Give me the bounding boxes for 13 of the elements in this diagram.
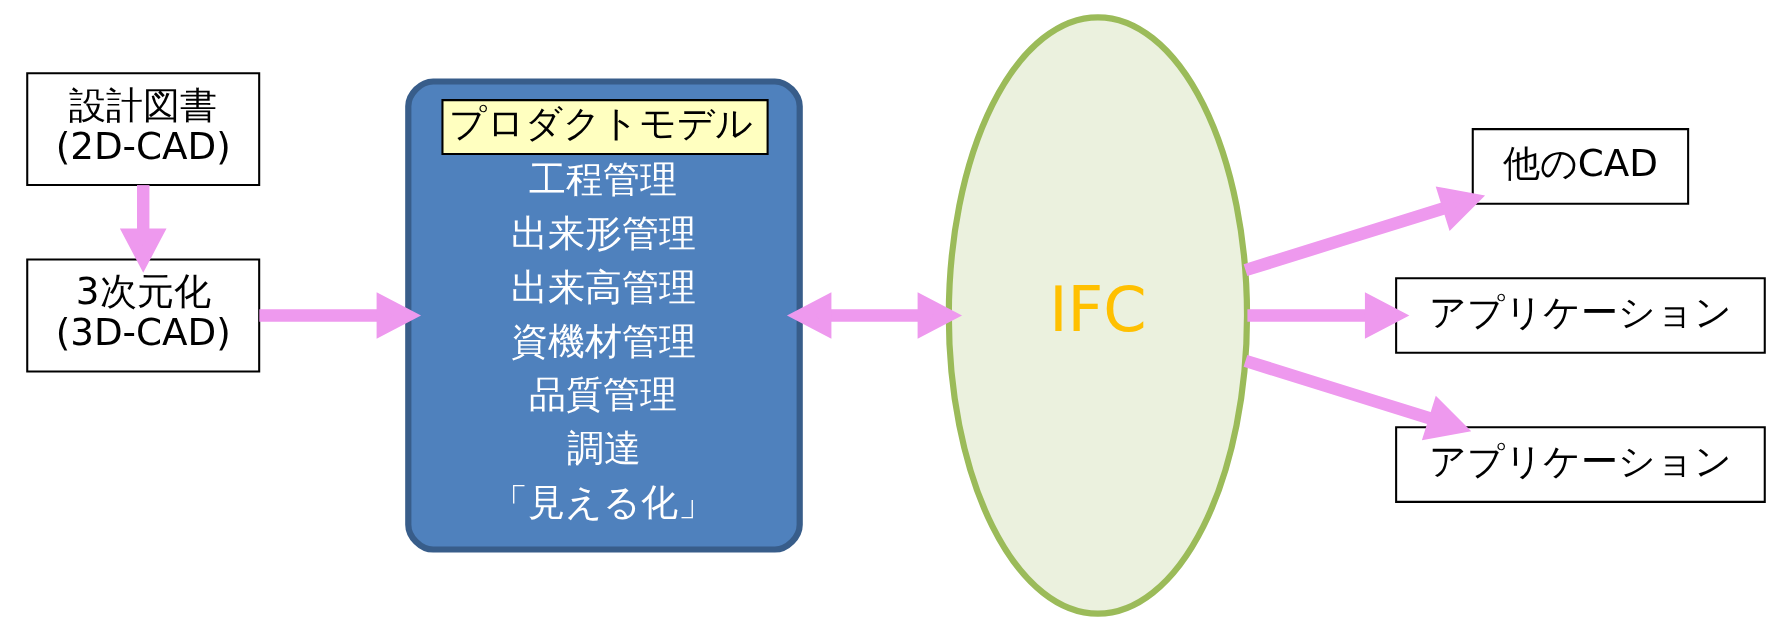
arrow: [119, 184, 167, 273]
node-box: 設計図書 (2D-CAD): [25, 71, 260, 186]
node-ellipse: IFC: [945, 13, 1250, 617]
arrow: [258, 291, 421, 339]
node-box: 3次元化 (3D-CAD): [25, 258, 260, 372]
node-box: アプリケーション: [1394, 276, 1766, 354]
arrow: [1243, 354, 1471, 440]
node-box: 他のCAD: [1471, 127, 1689, 205]
arrow: [1246, 291, 1409, 339]
arrow: [1243, 185, 1485, 276]
node-box: プロダクトモデル 工程管理 出来形管理 出来高管理 資機材管理 品質管理 調達 「見える化」: [404, 77, 803, 553]
arrow: [786, 291, 962, 339]
node-box: アプリケーション: [1394, 425, 1766, 503]
